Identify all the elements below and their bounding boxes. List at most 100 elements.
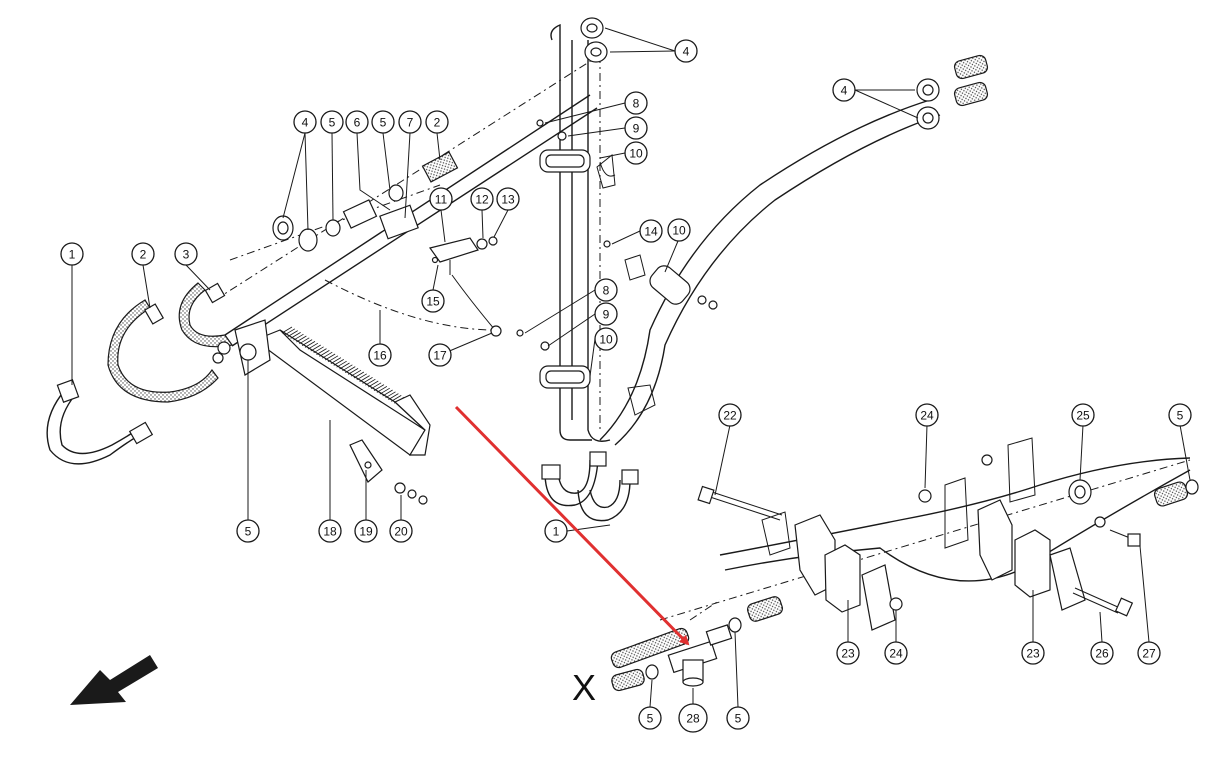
callout-23: 23 <box>836 641 860 665</box>
callout-6: 6 <box>345 110 369 134</box>
fitting-group-top-left <box>272 151 459 252</box>
clamp-group-upper <box>536 119 616 189</box>
callout-number: 8 <box>603 284 610 298</box>
callout-circle <box>428 343 452 367</box>
callout-number: 8 <box>633 97 640 111</box>
callout-number: 5 <box>1177 409 1184 423</box>
callout-circle <box>236 519 260 543</box>
callout-3: 3 <box>174 242 198 266</box>
callout-17: 17 <box>428 343 452 367</box>
callout-circle <box>398 110 422 134</box>
callout-16: 16 <box>368 343 392 367</box>
callout-number: 20 <box>394 525 408 539</box>
callout-number: 24 <box>920 409 934 423</box>
callout-circle <box>1021 641 1045 665</box>
bracket-11-15 <box>428 236 498 275</box>
callout-19: 19 <box>354 519 378 543</box>
callout-4: 4 <box>293 110 317 134</box>
callout-5: 5 <box>1168 403 1192 427</box>
callout-18: 18 <box>318 519 342 543</box>
tee-fitting-28 <box>610 596 783 692</box>
callout-26: 26 <box>1090 641 1114 665</box>
callout-number: 10 <box>672 224 686 238</box>
callout-12: 12 <box>470 187 494 211</box>
cable-16-nut-17 <box>451 274 502 337</box>
grommets-top-right <box>916 54 989 130</box>
hoses-2-3-left <box>107 282 234 403</box>
callout-number: 28 <box>686 712 700 726</box>
highlight-pointer-arrow <box>454 405 690 646</box>
callout-number: 9 <box>603 308 610 322</box>
callout-10: 10 <box>667 218 691 242</box>
callout-4: 4 <box>674 39 698 63</box>
callout-1: 1 <box>544 519 568 543</box>
callout-number: 23 <box>841 647 855 661</box>
callout-number: 6 <box>354 116 361 130</box>
callout-number: 22 <box>723 409 737 423</box>
callout-circle <box>496 187 520 211</box>
callout-number: 1 <box>69 248 76 262</box>
callout-circle <box>354 519 378 543</box>
callout-circle <box>639 219 663 243</box>
callout-28: 28 <box>678 703 708 733</box>
callout-9: 9 <box>624 116 648 140</box>
callout-circle <box>131 242 155 266</box>
callout-5: 5 <box>638 706 662 730</box>
callout-15: 15 <box>421 289 445 313</box>
callout-circle <box>60 242 84 266</box>
callout-number: 5 <box>245 525 252 539</box>
grommets-top-center <box>580 17 608 63</box>
callout-circle <box>544 519 568 543</box>
callout-number: 18 <box>323 525 337 539</box>
callout-circle <box>674 39 698 63</box>
hose-1-center <box>541 451 639 522</box>
callout-13: 13 <box>496 187 520 211</box>
callout-number: 5 <box>329 116 336 130</box>
callout-number: 1 <box>553 525 560 539</box>
callout-number: 17 <box>433 349 447 363</box>
callout-circle <box>678 703 708 733</box>
callout-number: 4 <box>683 45 690 59</box>
callout-number: 26 <box>1095 647 1109 661</box>
callout-number: 14 <box>644 225 658 239</box>
callout-circle <box>915 403 939 427</box>
callout-25: 25 <box>1071 403 1095 427</box>
callout-8: 8 <box>594 278 618 302</box>
clamp-group-lower <box>516 329 656 416</box>
callout-number: 5 <box>647 712 654 726</box>
callout-24: 24 <box>884 641 908 665</box>
callout-circle <box>594 327 618 351</box>
callout-number: 10 <box>599 333 613 347</box>
callout-number: 12 <box>475 193 489 207</box>
callout-circle <box>421 289 445 313</box>
callout-11: 11 <box>429 187 453 211</box>
callout-circle <box>1071 403 1095 427</box>
callout-5: 5 <box>371 110 395 134</box>
callout-circle <box>1090 641 1114 665</box>
callout-circle <box>368 343 392 367</box>
view-marker-x: X <box>572 667 596 708</box>
oil-cooler-18 <box>212 319 431 456</box>
callout-circle <box>836 641 860 665</box>
callout-5: 5 <box>726 706 750 730</box>
callout-number: 27 <box>1142 647 1156 661</box>
clamp-group-right <box>603 240 718 310</box>
callout-number: 19 <box>359 525 373 539</box>
callout-2: 2 <box>425 110 449 134</box>
callout-20: 20 <box>389 519 413 543</box>
callout-9: 9 <box>594 302 618 326</box>
callout-number: 23 <box>1026 647 1040 661</box>
callout-circle <box>1137 641 1161 665</box>
callout-number: 9 <box>633 122 640 136</box>
callout-circle <box>667 218 691 242</box>
callout-14: 14 <box>639 219 663 243</box>
callout-number: 16 <box>373 349 387 363</box>
callout-circle <box>425 110 449 134</box>
callout-circle <box>320 110 344 134</box>
callout-number: 10 <box>629 147 643 161</box>
callout-22: 22 <box>718 403 742 427</box>
callout-number: 3 <box>183 248 190 262</box>
